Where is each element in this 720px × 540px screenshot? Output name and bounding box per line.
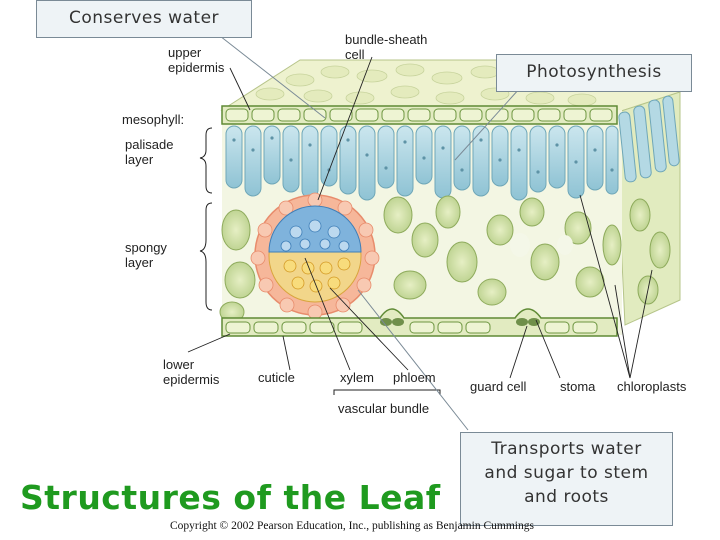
callout-photosynthesis: Photosynthesis xyxy=(496,54,692,92)
callout-transports-line-3: and roots xyxy=(461,485,672,509)
cuticle-label: cuticle xyxy=(258,370,295,385)
phloem-label: phloem xyxy=(393,370,436,385)
upper-epidermis xyxy=(222,106,617,124)
spongy-label-2: layer xyxy=(125,255,153,270)
stoma-label: stoma xyxy=(560,379,595,394)
mesophyll-label: mesophyll: xyxy=(122,112,184,127)
copyright-text: Copyright © 2002 Pearson Education, Inc.… xyxy=(170,520,534,532)
callout-transports-line-2: and sugar to stem xyxy=(461,461,672,485)
callout-transports: Transports water and sugar to stem and r… xyxy=(460,432,673,526)
palisade-label-1: palisade xyxy=(125,137,173,152)
xylem-label: xylem xyxy=(340,370,374,385)
guard-cell-label: guard cell xyxy=(470,379,526,394)
callout-conserves-water: Conserves water xyxy=(36,0,252,38)
chloroplasts-label: chloroplasts xyxy=(617,379,686,394)
palisade-label-2: layer xyxy=(125,152,153,167)
page-title: Structures of the Leaf xyxy=(20,478,441,517)
spongy-label-1: spongy xyxy=(125,240,167,255)
upper-epidermis-label-1: upper xyxy=(168,45,201,60)
lower-epidermis-label-1: lower xyxy=(163,357,194,372)
vascular-bundle-label: vascular bundle xyxy=(338,401,429,416)
bundle-sheath-label-1: bundle-sheath xyxy=(345,32,427,47)
callout-transports-line-1: Transports water xyxy=(461,437,672,461)
lower-epidermis-label-2: epidermis xyxy=(163,372,219,387)
bundle-sheath-label-2: cell xyxy=(345,47,365,62)
upper-epidermis-label-2: epidermis xyxy=(168,60,224,75)
